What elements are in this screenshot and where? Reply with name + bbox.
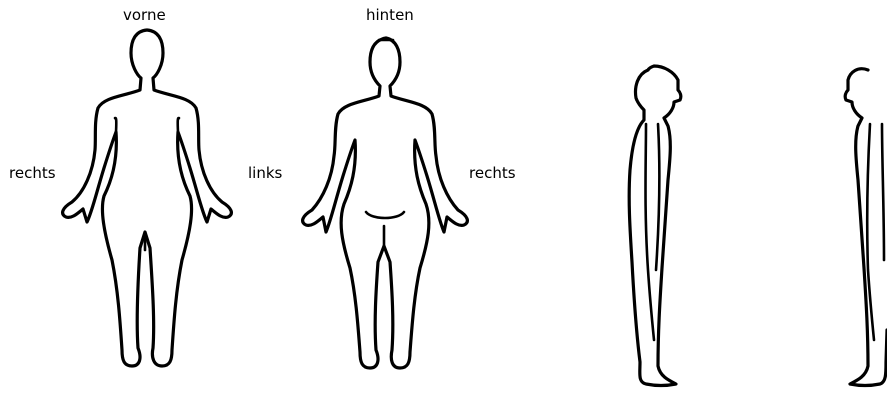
label-front: vorne [123, 8, 166, 23]
label-front-left: links [248, 166, 282, 181]
side-body-figure-2 [845, 69, 887, 386]
back-body-figure [303, 38, 468, 368]
label-back: hinten [366, 8, 414, 23]
side-body-figure-1 [629, 66, 681, 386]
label-front-right: rechts [9, 166, 56, 181]
label-back-right: rechts [469, 166, 516, 181]
front-body-figure [63, 30, 232, 366]
